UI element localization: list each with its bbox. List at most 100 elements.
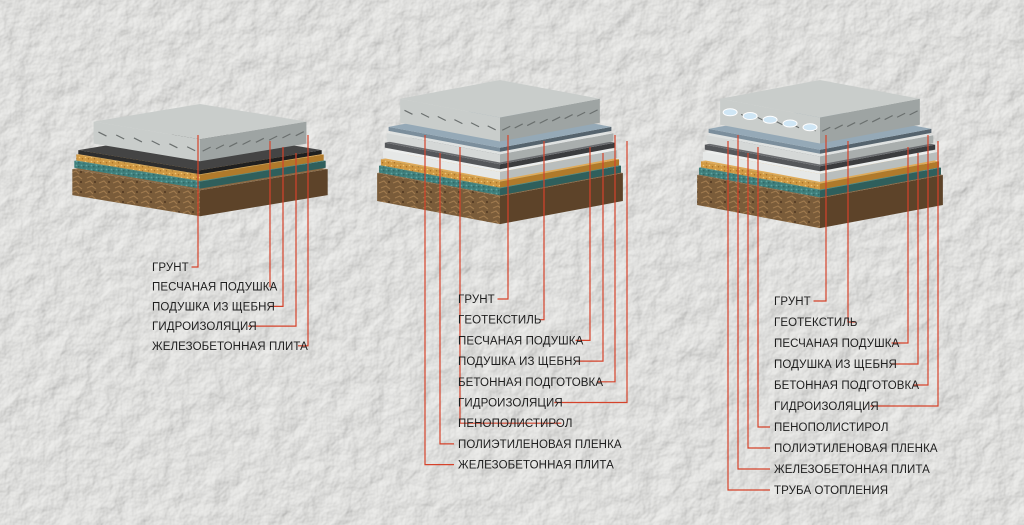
stack-3-layer-5-front-face — [704, 144, 820, 172]
slab-slots-1-slot — [282, 133, 291, 139]
stack-3-layer-3-front-face — [700, 161, 820, 190]
concrete-slab-3-top-face — [720, 80, 920, 118]
layer-label: БЕТОННАЯ ПОДГОТОВКА — [458, 377, 603, 389]
layer-label: БЕТОННАЯ ПОДГОТОВКА — [774, 380, 919, 392]
slab-slots-2-slot — [487, 125, 496, 131]
leader-line — [737, 135, 770, 470]
slab-slots-3-slot — [884, 115, 893, 121]
concrete-slab-3-side-face — [820, 98, 920, 144]
leader-line — [439, 153, 454, 445]
layer-label: ГИДРОИЗОЛЯЦИЯ — [774, 401, 879, 413]
leader-lines-2 — [424, 135, 628, 466]
leader-line — [191, 135, 199, 268]
stack-2-layer-7-side-face — [500, 126, 612, 152]
slab-slots-2-slot — [564, 114, 573, 120]
stack-2-layer-5-front-face — [384, 142, 500, 170]
slab-slots-3-slot — [896, 112, 906, 118]
slab-slots-1-slot — [295, 131, 305, 137]
slab-slots-2-slot — [576, 111, 586, 117]
layer-label: ГИДРОИЗОЛЯЦИЯ — [458, 398, 563, 410]
leader-lines — [191, 135, 939, 491]
concrete-slab-1-front-face — [93, 121, 200, 162]
foundation-stack-1 — [72, 104, 328, 217]
stack-3-layer-4-front-face — [702, 151, 820, 182]
leader-line — [424, 135, 454, 466]
leader-line — [912, 135, 929, 386]
leader-line — [459, 147, 562, 424]
stack-1-layer-2-front-face — [74, 160, 200, 189]
leader-line — [298, 135, 309, 347]
stack-1-layer-1-front-face — [72, 169, 200, 217]
layer-label: ПОДУШКА ИЗ ЩЕБНЯ — [152, 301, 275, 313]
stack-1-layer-2-side-face — [200, 160, 326, 189]
heating-pipe — [722, 108, 738, 117]
stack-1-layer-3-front-face — [76, 154, 200, 181]
leader-line — [540, 141, 545, 321]
foundation-stack-3 — [697, 80, 943, 229]
leader-lines-1 — [191, 135, 309, 347]
slab-slots-3-slot — [859, 119, 868, 125]
layer-label: ГИДРОИЗОЛЯЦИЯ — [152, 321, 257, 333]
slab-slots-2-slot — [454, 119, 463, 125]
concrete-slab-2 — [400, 80, 600, 142]
stack-2-layer-6-front-face — [386, 133, 500, 163]
slab-slots-3-slot — [821, 126, 831, 132]
layer-label: ПОЛИЭТИЛЕНОВАЯ ПЛЕНКА — [458, 439, 622, 451]
slab-slots-3-slot — [871, 117, 881, 123]
layer-label: ПЕСЧАНАЯ ПОДУШКА — [458, 335, 584, 347]
slab-slots-1-slot — [115, 134, 125, 140]
slab-slots-2-slot — [470, 122, 480, 128]
heating-pipe — [762, 115, 778, 124]
stack-1-layer-4-side-face — [200, 150, 322, 175]
concrete-slab-2-top-face — [400, 80, 600, 118]
slab-slots-3-slot — [834, 124, 843, 130]
leader-line — [248, 153, 297, 327]
layer-label: ЖЕЛЕЗОБЕТОННАЯ ПЛИТА — [774, 464, 930, 476]
slab-slots-1-slot — [98, 131, 107, 137]
slab-slots-2-slot — [514, 123, 523, 129]
layer-label: ПОДУШКА ИЗ ЩЕБНЯ — [458, 356, 581, 368]
stack-3-layer-1-side-face — [820, 175, 943, 229]
leader-line — [575, 147, 591, 341]
slab-slots-2-slot — [501, 125, 511, 131]
stack-2-layer-7-front-face — [388, 126, 500, 152]
stack-2-layer-4-front-face — [382, 149, 500, 180]
leader-line — [891, 153, 919, 365]
leader-line — [847, 141, 857, 323]
concrete-slab-1-top-face — [93, 104, 307, 140]
leader-line — [497, 135, 509, 300]
stack-3-layer-2-side-face — [820, 167, 941, 198]
leader-line — [596, 135, 616, 383]
stack-2-layer-2-side-face — [500, 165, 621, 196]
stack-2-layer-1-side-face — [500, 173, 623, 225]
slab-slots-2-slot — [539, 118, 548, 124]
leader-line — [747, 153, 770, 449]
leader-line — [269, 147, 284, 307]
concrete-slab-1-side-face — [200, 121, 307, 162]
slab-slots-2-slot — [420, 112, 430, 118]
slab-slots-3-slot — [846, 122, 856, 128]
slab-slots-1-slot — [169, 143, 178, 149]
leader-lines-3 — [727, 135, 939, 491]
layer-label: ПЕНОПОЛИСТИРОЛ — [458, 418, 572, 430]
layer-label: ТРУБА ОТОПЛЕНИЯ — [774, 485, 888, 497]
layer-labels: ГРУНТ ПЕСЧАНАЯ ПОДУШКА ПОДУШКА ИЗ ЩЕБНЯ ГИД… — [152, 262, 938, 497]
stack-2-layer-5-side-face — [500, 142, 616, 170]
slab-slots-2 — [404, 109, 598, 131]
slab-slots-1-slot — [186, 146, 196, 152]
layer-label: ГРУНТ — [152, 262, 189, 274]
heating-pipe — [742, 112, 758, 121]
stack-1-layer-3-side-face — [200, 154, 324, 181]
stack-3-layer-3-side-face — [820, 161, 940, 190]
slab-slots-1-slot — [242, 139, 251, 146]
slab-slots-2-slot — [589, 109, 598, 115]
slab-slots-2-slot — [526, 121, 536, 127]
foundation-stack-2 — [377, 80, 623, 225]
layer-label: ПЕНОПОЛИСТИРОЛ — [774, 422, 888, 434]
slab-slots-3-slot — [909, 110, 918, 116]
slab-slots-1-slot — [228, 142, 238, 148]
leader-line — [575, 153, 604, 362]
slab-slots-2-slot — [551, 116, 561, 122]
layer-label: ГЕОТЕКСТИЛЬ — [458, 315, 542, 327]
